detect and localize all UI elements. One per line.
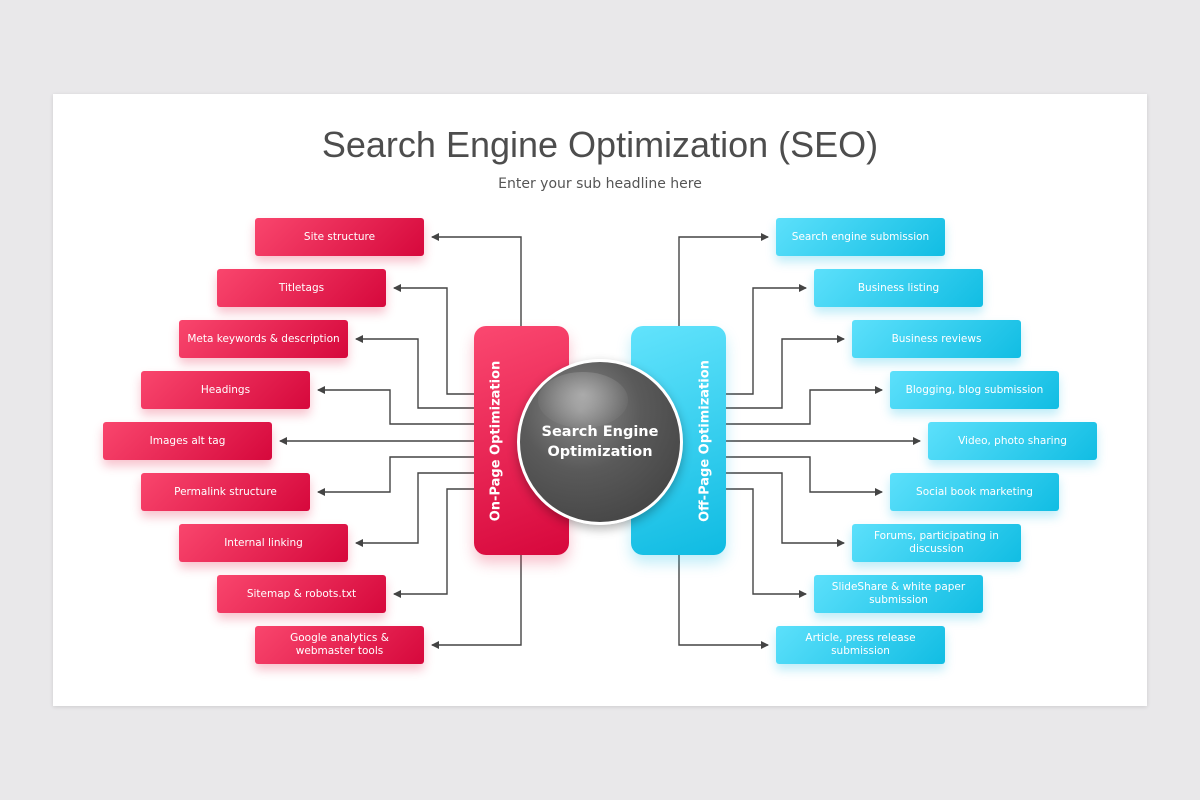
off-page-connector-6 [726, 472, 845, 547]
on-page-item-permalink-structure: Permalink structure [141, 473, 310, 511]
off-page-item-social-book-marketing: Social book marketing [890, 473, 1059, 511]
off-page-connector-2 [726, 335, 845, 409]
off-page-item-business-reviews: Business reviews [852, 320, 1021, 358]
off-page-connector-3 [726, 386, 883, 425]
off-page-connector-1 [726, 284, 807, 395]
off-page-item-search-engine-submission: Search engine submission [776, 218, 945, 256]
on-page-item-meta-keywords: Meta keywords & description [179, 320, 348, 358]
off-page-item-video-photo-sharing: Video, photo sharing [928, 422, 1097, 460]
on-page-connector-8 [431, 555, 522, 649]
off-page-connector-5 [726, 456, 883, 496]
off-page-item-blogging: Blogging, blog submission [890, 371, 1059, 409]
hub-highlight [538, 372, 628, 428]
on-page-connector-3 [317, 386, 474, 425]
on-page-item-sitemap-robots: Sitemap & robots.txt [217, 575, 386, 613]
on-page-item-images-alt-tag: Images alt tag [103, 422, 272, 460]
on-page-connector-6 [355, 472, 474, 547]
page-title: Search Engine Optimization (SEO) [321, 124, 879, 165]
off-page-item-business-listing: Business listing [814, 269, 983, 307]
on-page-item-headings: Headings [141, 371, 310, 409]
on-page-connector-5 [317, 456, 474, 496]
off-page-connector-7 [726, 488, 807, 598]
on-page-connector-0 [431, 233, 522, 326]
off-page-item-forums: Forums, participating in discussion [852, 524, 1021, 562]
on-page-item-google-analytics: Google analytics & webmaster tools [255, 626, 424, 664]
center-hub-label: Search Engine Optimization [541, 424, 659, 460]
on-page-item-site-structure: Site structure [255, 218, 424, 256]
on-page-item-internal-linking: Internal linking [179, 524, 348, 562]
off-page-connector-8 [678, 555, 769, 649]
off-page-connector-0 [678, 233, 769, 326]
off-page-item-article-press-release: Article, press release submission [776, 626, 945, 664]
on-page-pillar-label: On-Page Optimization [488, 360, 504, 521]
on-page-connector-1 [393, 284, 474, 395]
off-page-item-slideshare: SlideShare & white paper submission [814, 575, 983, 613]
on-page-connector-7 [393, 488, 474, 598]
on-page-item-titletags: Titletags [217, 269, 386, 307]
page-subtitle: Enter your sub headline here [498, 176, 702, 192]
on-page-connector-2 [355, 335, 474, 409]
center-hub: Search Engine Optimization [517, 359, 683, 525]
off-page-pillar-label: Off-Page Optimization [697, 359, 713, 522]
